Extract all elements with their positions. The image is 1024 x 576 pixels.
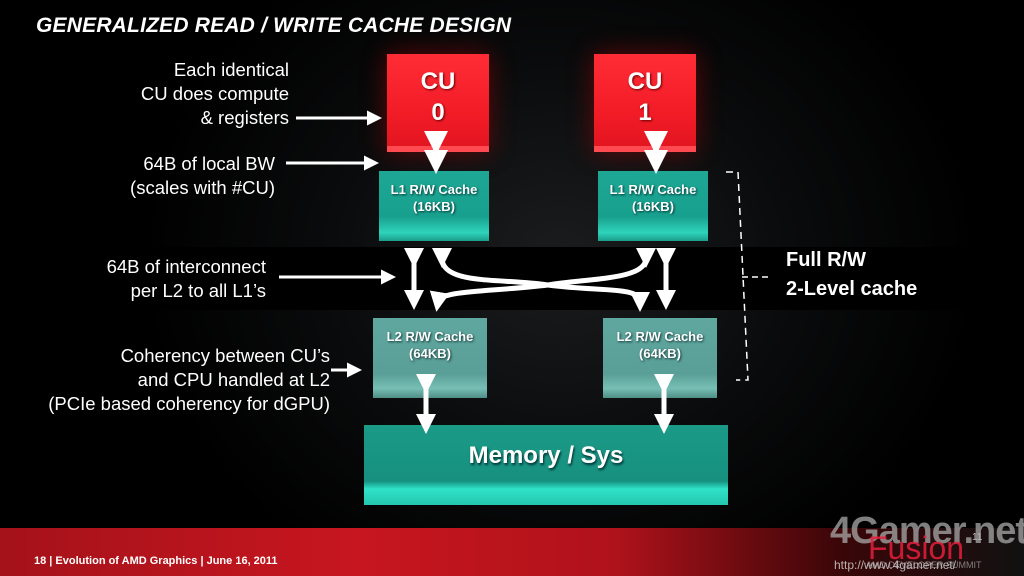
watermark-site: 4Gamer.net bbox=[830, 510, 1024, 552]
footer-bar bbox=[0, 528, 1024, 576]
watermark-logo: 4Gamer.net Fusion 11 http://www.4gamer.n… bbox=[830, 510, 1024, 576]
annotation-line: & registers bbox=[200, 107, 289, 128]
annotation-line: Coherency between CU’s bbox=[120, 345, 330, 366]
arrow-l1-1-l2-0 bbox=[429, 247, 657, 312]
annotation-line: (PCIe based coherency for dGPU) bbox=[48, 393, 330, 414]
cache-size: (16KB) bbox=[413, 199, 455, 214]
side-label-line: 2-Level cache bbox=[786, 278, 918, 300]
watermark-event: Fusion bbox=[868, 530, 965, 566]
annotation-coherency: Coherency between CU’s and CPU handled a… bbox=[48, 344, 330, 416]
annotation-line: 64B of local BW bbox=[143, 153, 275, 174]
annotation-line: CU does compute bbox=[140, 83, 289, 104]
annotation-cu: Each identical CU does compute & registe… bbox=[141, 58, 289, 130]
annotation-line: 64B of interconnect bbox=[106, 256, 266, 277]
arrows-layer bbox=[279, 110, 770, 434]
cache-name: L1 R/W Cache bbox=[390, 182, 478, 197]
cache-size: (16KB) bbox=[632, 199, 674, 214]
cu-label: CU bbox=[627, 68, 663, 95]
watermark-subtitle: AMD DEVELOPER SUMMIT bbox=[866, 560, 982, 570]
side-label: Full R/W 2-Level cache bbox=[786, 246, 917, 304]
annotation-line: per L2 to all L1’s bbox=[130, 280, 266, 301]
watermark-url: http://www.4gamer.net/ bbox=[834, 558, 957, 572]
annotation-local-bw: 64B of local BW (scales with #CU) bbox=[130, 152, 275, 200]
slide-title: GENERALIZED READ / WRITE CACHE DESIGN bbox=[36, 14, 512, 37]
annotation-line: (scales with #CU) bbox=[130, 177, 275, 198]
cu-index: 0 bbox=[431, 99, 445, 126]
l1-cache-1: L1 R/W Cache (16KB) bbox=[598, 171, 708, 241]
annotation-interconnect: 64B of interconnect per L2 to all L1’s bbox=[107, 255, 266, 303]
cu-label: CU bbox=[420, 68, 456, 95]
cache-name: L2 R/W Cache bbox=[616, 329, 704, 344]
annotation-line: and CPU handled at L2 bbox=[137, 369, 330, 390]
cache-size: (64KB) bbox=[409, 346, 451, 361]
watermark-edition: 11 bbox=[972, 532, 983, 543]
footer-text: 18 | Evolution of AMD Graphics | June 16… bbox=[34, 555, 278, 567]
cu-index: 1 bbox=[638, 99, 652, 126]
l1-cache-0: L1 R/W Cache (16KB) bbox=[379, 171, 489, 241]
cache-name: L1 R/W Cache bbox=[609, 182, 697, 197]
bracket-dashed bbox=[726, 171, 749, 381]
annotation-line: Each identical bbox=[173, 59, 289, 80]
arrow-l1-0-l2-1 bbox=[431, 247, 650, 312]
memory-sys-block: Memory / Sys bbox=[364, 425, 728, 505]
side-label-line: Full R/W bbox=[786, 249, 866, 271]
cache-name: L2 R/W Cache bbox=[386, 329, 474, 344]
cache-size: (64KB) bbox=[639, 346, 681, 361]
